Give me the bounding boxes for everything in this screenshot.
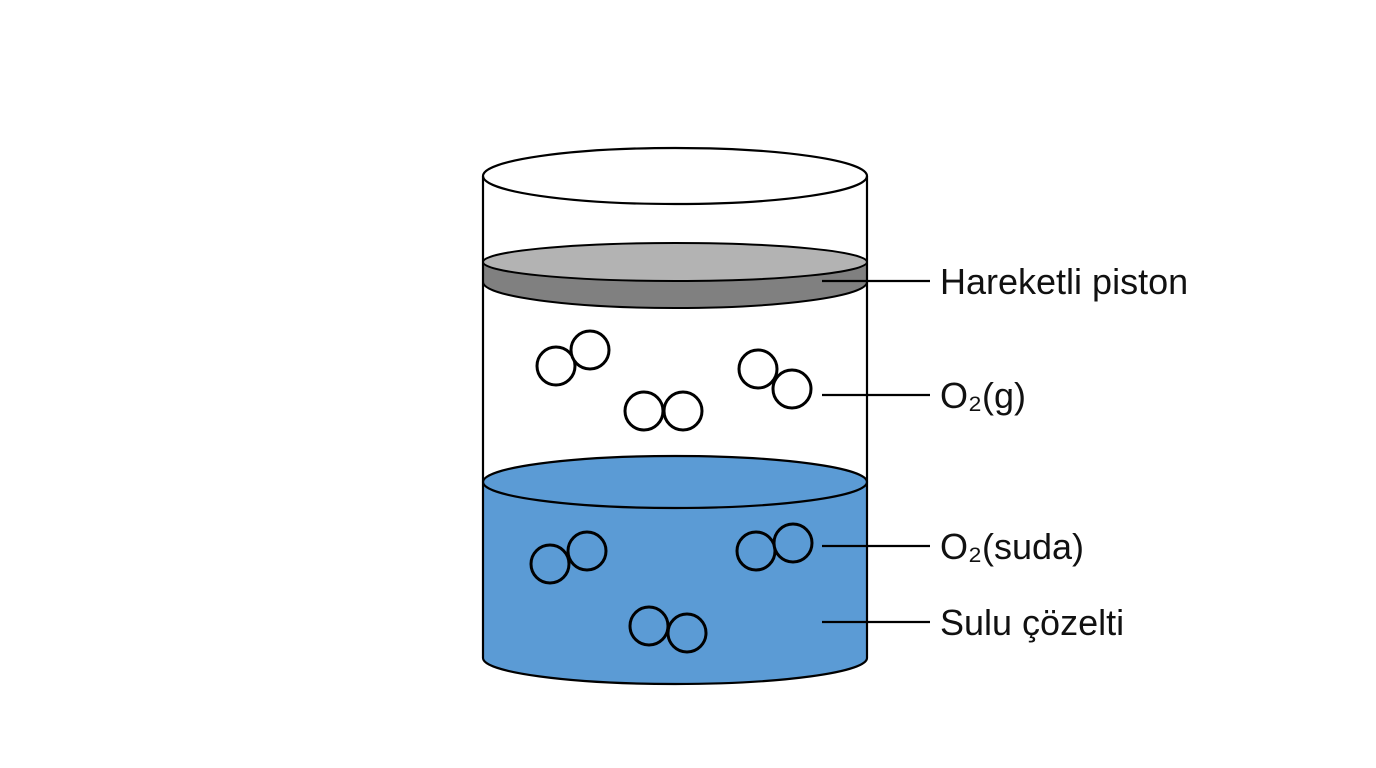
water-surface bbox=[481, 454, 869, 510]
piston-label: Hareketli piston bbox=[940, 261, 1188, 302]
gas-molecule bbox=[623, 390, 704, 432]
solution-label: Sulu çözelti bbox=[940, 602, 1124, 643]
gas-label: O₂(g) bbox=[940, 375, 1026, 416]
dissolved-molecule bbox=[628, 605, 708, 654]
gas-molecule bbox=[535, 329, 611, 387]
gas-molecule bbox=[737, 348, 813, 410]
dissolved-molecule bbox=[529, 530, 608, 585]
dissolved-molecule bbox=[735, 522, 814, 572]
water-body bbox=[483, 482, 867, 684]
piston-top bbox=[482, 242, 868, 282]
container-bottom-edge bbox=[481, 657, 869, 686]
container-top-rim bbox=[481, 146, 869, 206]
dissolved-label: O₂(suda) bbox=[940, 526, 1084, 567]
